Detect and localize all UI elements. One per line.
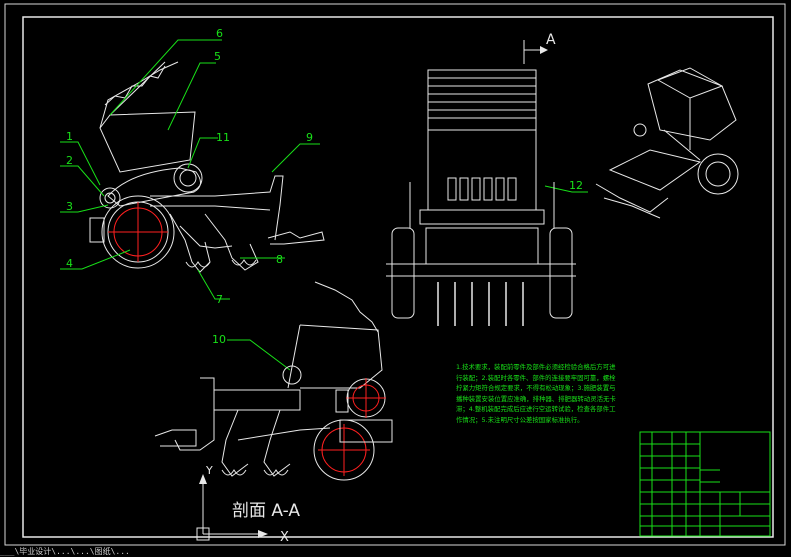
part-label: 7 [216, 293, 223, 306]
front-view [386, 69, 576, 326]
technical-requirements: 1.技术要求，装配前零件及部件必须经检验合格后方可进行装配；2.装配时各零件、部… [456, 363, 616, 424]
leader-lines [60, 39, 588, 371]
part-label: 11 [216, 131, 230, 144]
part-label: 4 [66, 257, 73, 270]
ucs-icon: Y X [196, 464, 289, 545]
status-line: ___\毕业设计\...\...\图纸\... [0, 547, 791, 557]
section-arrow-label: A [546, 32, 556, 48]
inner-border [22, 16, 774, 538]
section-view [154, 281, 393, 481]
ucs-y-label: Y [205, 464, 213, 477]
side-view [89, 61, 325, 273]
part-label: 6 [216, 27, 223, 40]
section-arrow: A [523, 32, 556, 64]
part-label: 12 [569, 179, 583, 192]
part-labels: 1 2 3 4 5 6 7 8 9 10 11 12 [66, 27, 583, 346]
part-label: 10 [212, 333, 226, 346]
part-label: 5 [214, 50, 221, 63]
section-title: 剖面 A-A [232, 501, 300, 521]
part-label: 1 [66, 130, 73, 143]
isometric-view [595, 67, 739, 219]
part-label: 2 [66, 154, 73, 167]
ucs-x-label: X [280, 530, 289, 545]
title-block [639, 431, 771, 537]
outer-border [4, 3, 786, 546]
part-label: 3 [66, 200, 73, 213]
part-label: 9 [306, 131, 313, 144]
part-label: 8 [276, 253, 283, 266]
